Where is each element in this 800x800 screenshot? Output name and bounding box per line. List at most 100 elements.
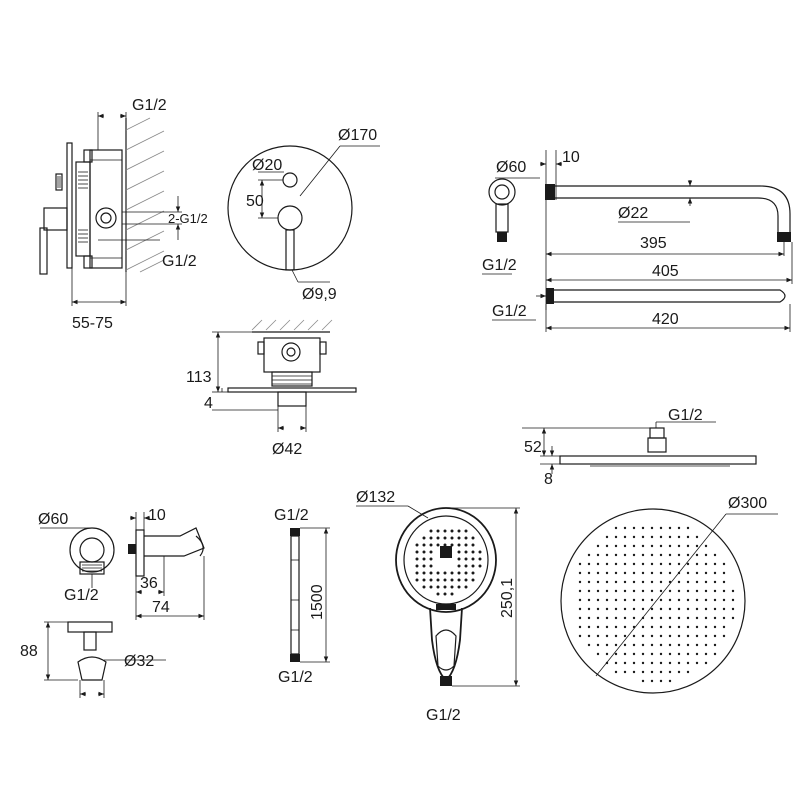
- straight-arm-thread-label: G1/2: [492, 303, 527, 320]
- hand-nozzle-dot: [436, 578, 440, 582]
- outlet-length-label: 74: [152, 599, 170, 616]
- arm-wall-label: 10: [562, 149, 580, 166]
- nozzle-dot: [605, 643, 609, 647]
- nozzle-dot: [587, 616, 591, 620]
- hand-nozzle-dot: [450, 543, 454, 547]
- hand-nozzle-dot: [443, 529, 447, 533]
- nozzle-dot: [659, 607, 663, 611]
- hand-nozzle-dot: [429, 529, 433, 533]
- nozzle-dot: [632, 670, 636, 674]
- nozzle-dot: [614, 634, 618, 638]
- nozzle-dot: [641, 544, 645, 548]
- arm-total-label: 405: [652, 263, 679, 280]
- nozzle-dot: [668, 652, 672, 656]
- hand-nozzle-dot: [429, 536, 433, 540]
- nozzle-dot: [578, 625, 582, 629]
- nozzle-dot: [677, 661, 681, 665]
- hand-nozzle-dot: [450, 529, 454, 533]
- nozzle-dot: [650, 553, 654, 557]
- nozzle-dot: [623, 562, 627, 566]
- nozzle-dot: [578, 580, 582, 584]
- hand-nozzle-dot: [457, 557, 461, 561]
- hand-nozzle-dot: [471, 571, 475, 575]
- nozzle-dot: [641, 580, 645, 584]
- hand-nozzle-dot: [443, 543, 447, 547]
- nozzle-dot: [677, 643, 681, 647]
- nozzle-dot: [605, 571, 609, 575]
- mixer-side-thread-label: 2-G1/2: [168, 211, 208, 226]
- hand-nozzle-dot: [478, 550, 482, 554]
- nozzle-dot: [695, 652, 699, 656]
- nozzle-dot: [695, 535, 699, 539]
- nozzle-dot: [632, 598, 636, 602]
- nozzle-dot: [686, 616, 690, 620]
- nozzle-dot: [632, 580, 636, 584]
- hand-nozzle-dot: [457, 571, 461, 575]
- nozzle-dot: [641, 562, 645, 566]
- outlet-wall-label: 10: [148, 507, 166, 524]
- hand-nozzle-dot: [464, 564, 468, 568]
- valve-height-label: 113: [186, 369, 212, 386]
- nozzle-dot: [668, 598, 672, 602]
- nozzle-dot: [587, 589, 591, 593]
- hand-nozzle-dot: [429, 585, 433, 589]
- nozzle-dot: [641, 670, 645, 674]
- nozzle-dot: [605, 544, 609, 548]
- nozzle-dot: [731, 616, 735, 620]
- hand-nozzle-dot: [450, 592, 454, 596]
- nozzle-dot: [668, 607, 672, 611]
- hand-nozzle-dot: [450, 578, 454, 582]
- nozzle-dot: [605, 625, 609, 629]
- hand-nozzle-dot: [471, 578, 475, 582]
- nozzle-dot: [614, 661, 618, 665]
- hand-nozzle-dot: [422, 536, 426, 540]
- nozzle-dot: [641, 526, 645, 530]
- nozzle-dot: [596, 652, 600, 656]
- nozzle-dot: [650, 607, 654, 611]
- hand-nozzle-dot: [464, 578, 468, 582]
- nozzle-dot: [623, 553, 627, 557]
- nozzle-dot: [677, 535, 681, 539]
- nozzle-dot: [713, 652, 717, 656]
- nozzle-dot: [578, 634, 582, 638]
- nozzle-dot: [713, 598, 717, 602]
- nozzle-dot: [677, 544, 681, 548]
- rain-head-front: Ø300: [560, 495, 778, 694]
- holder-height-label: 88: [20, 643, 38, 660]
- nozzle-dot: [578, 598, 582, 602]
- nozzle-dot: [641, 652, 645, 656]
- nozzle-dot: [659, 643, 663, 647]
- hand-nozzle-dot: [415, 571, 419, 575]
- hand-nozzle-dot: [422, 578, 426, 582]
- hand-nozzle-dot: [457, 543, 461, 547]
- nozzle-dot: [704, 661, 708, 665]
- hand-nozzle-dot: [429, 578, 433, 582]
- nozzle-dot: [704, 625, 708, 629]
- nozzle-dot: [632, 553, 636, 557]
- cover-plate-front: Ø170 Ø20 50 Ø9,9: [227, 127, 380, 303]
- mixer-bottom-thread-label: G1/2: [162, 253, 197, 270]
- hand-nozzle-dot: [415, 550, 419, 554]
- nozzle-dot: [650, 535, 654, 539]
- nozzle-dot: [659, 616, 663, 620]
- hand-nozzle-dot: [436, 585, 440, 589]
- wall-arm: Ø60 10 Ø22 395 405 G1/2: [482, 149, 793, 310]
- hand-nozzle-dot: [443, 585, 447, 589]
- arm-reach-label: 395: [640, 235, 667, 252]
- hand-nozzle-dot: [450, 536, 454, 540]
- nozzle-dot: [578, 562, 582, 566]
- nozzle-dot: [704, 634, 708, 638]
- nozzle-dot: [677, 562, 681, 566]
- hand-nozzle-dot: [457, 578, 461, 582]
- nozzle-dot: [677, 607, 681, 611]
- nozzle-dot: [731, 598, 735, 602]
- nozzle-dot: [704, 544, 708, 548]
- nozzle-dot: [722, 562, 726, 566]
- hand-nozzle-dot: [457, 529, 461, 533]
- nozzle-dot: [623, 580, 627, 584]
- nozzle-dot: [623, 535, 627, 539]
- nozzle-dot: [704, 652, 708, 656]
- nozzle-dot: [659, 535, 663, 539]
- nozzle-dot: [704, 616, 708, 620]
- nozzle-dot: [587, 634, 591, 638]
